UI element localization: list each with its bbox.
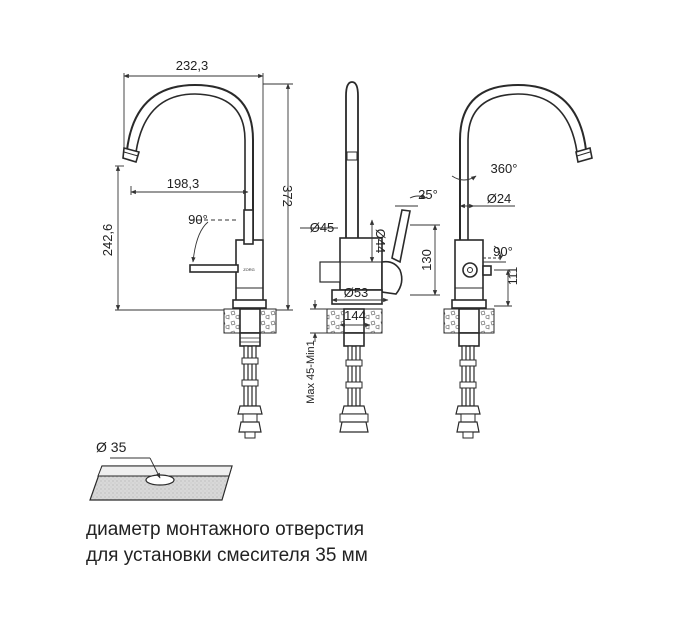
front-view — [122, 83, 277, 439]
dim-base-diameter: Ø53 — [344, 285, 369, 300]
back-view — [443, 83, 593, 439]
brand-mark: ZORG — [243, 267, 255, 272]
dim-overall-width: 232,3 — [176, 58, 209, 73]
front-spout-tip — [122, 146, 141, 164]
dim-spout-reach: 198,3 — [167, 176, 200, 191]
dim-lever-diameter: Ø44 — [373, 229, 388, 254]
side-spout — [345, 81, 359, 240]
side-lever — [391, 209, 411, 264]
back-dimension-lines — [451, 175, 515, 307]
dim-lever-height: 111 — [506, 267, 520, 286]
side-view — [319, 81, 411, 433]
front-spout — [126, 83, 254, 242]
dim-height-to-spout: 242,6 — [100, 224, 115, 257]
side-dimension-lines — [300, 193, 440, 342]
dim-spout-diameter: Ø24 — [487, 191, 512, 206]
mounting-hole — [145, 474, 175, 486]
dim-swivel: 360° — [491, 161, 518, 176]
mounting-hole-slab — [89, 457, 233, 501]
front-dimension-lines — [115, 73, 293, 311]
front-lever — [189, 264, 239, 273]
dim-body-height: 130 — [419, 249, 434, 271]
dim-hole-diameter: Ø 35 — [96, 439, 127, 455]
caption-line-2: для установки смесителя 35 мм — [86, 545, 368, 566]
dim-body-diameter: Ø45 — [310, 220, 335, 235]
caption-line-1: диаметр монтажного отверстия — [86, 519, 365, 540]
dim-lever-angle-side: 90° — [493, 244, 513, 259]
dim-height-total: 372 — [280, 185, 295, 207]
dim-mount-thickness: Max 45-Min1 — [305, 340, 317, 404]
dim-lever-angle-front: 90° — [188, 212, 208, 227]
back-spout — [459, 83, 587, 242]
dim-base-width: 144 — [344, 308, 366, 323]
front-body — [235, 239, 264, 307]
back-lever — [482, 265, 492, 276]
dim-lever-tilt: 25° — [418, 187, 438, 202]
